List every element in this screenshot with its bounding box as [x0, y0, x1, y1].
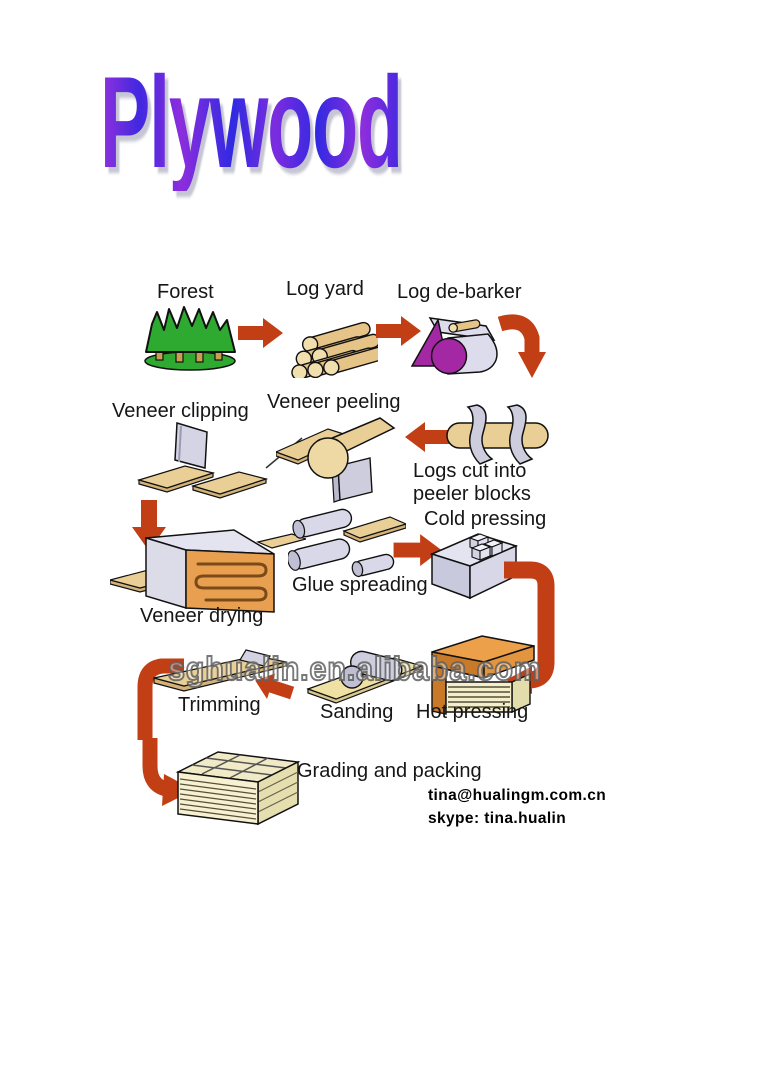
forest-icon [143, 300, 238, 372]
flow-arrow-curve-down-1-icon [498, 312, 550, 384]
peeler-blocks-icon [445, 403, 550, 465]
flow-arrow-right-3-icon [393, 533, 443, 567]
contact-email: tina@hualingm.com.cn [428, 787, 607, 804]
contact-block: tina@hualingm.com.cn skype: tina.hualin [428, 784, 606, 830]
sanding-icon [306, 645, 424, 711]
flow-arrow-left-1-icon [403, 420, 451, 454]
watermark-text: sghualin.en.alibaba.com [167, 649, 542, 688]
step-label-hot-pressing: Hot pressing [416, 701, 529, 723]
step-label-log-yard: Log yard [286, 278, 364, 300]
step-label-log-debarker: Log de-barker [397, 281, 522, 303]
flow-arrow-right-1-icon [238, 317, 284, 349]
flow-arrow-left-2-icon [252, 672, 294, 704]
log-debarker-icon [402, 304, 502, 384]
grading-packing-icon [160, 736, 302, 828]
cold-pressing-icon [426, 522, 520, 602]
flow-arrow-right-2-icon [376, 315, 422, 347]
contact-skype: skype: tina.hualin [428, 810, 567, 827]
veneer-peeling-icon [276, 414, 404, 506]
step-label-veneer-peeling: Veneer peeling [267, 391, 401, 413]
trimming-icon [150, 648, 292, 696]
step-label-sanding: Sanding [320, 701, 394, 723]
step-label-veneer-drying: Veneer drying [140, 605, 264, 627]
step-label-grading-packing: Grading and packing [297, 760, 482, 782]
step-label-peeler-blocks: Logs cut into peeler blocks [413, 460, 531, 505]
step-label-glue-spreading: Glue spreading [292, 574, 428, 596]
step-label-forest: Forest [157, 281, 214, 303]
step-label-cold-pressing: Cold pressing [424, 508, 547, 530]
log-pile-icon [283, 303, 378, 378]
glue-spreading-icon [288, 505, 406, 583]
veneer-clipping-icon [133, 418, 268, 513]
page-title: Plywood [100, 49, 403, 195]
veneer-drying-icon [110, 520, 306, 615]
flow-arrow-curve-left-icon [134, 655, 186, 740]
hot-pressing-icon [416, 634, 536, 718]
step-label-trimming: Trimming [178, 694, 261, 716]
step-label-veneer-clipping: Veneer clipping [112, 400, 249, 422]
